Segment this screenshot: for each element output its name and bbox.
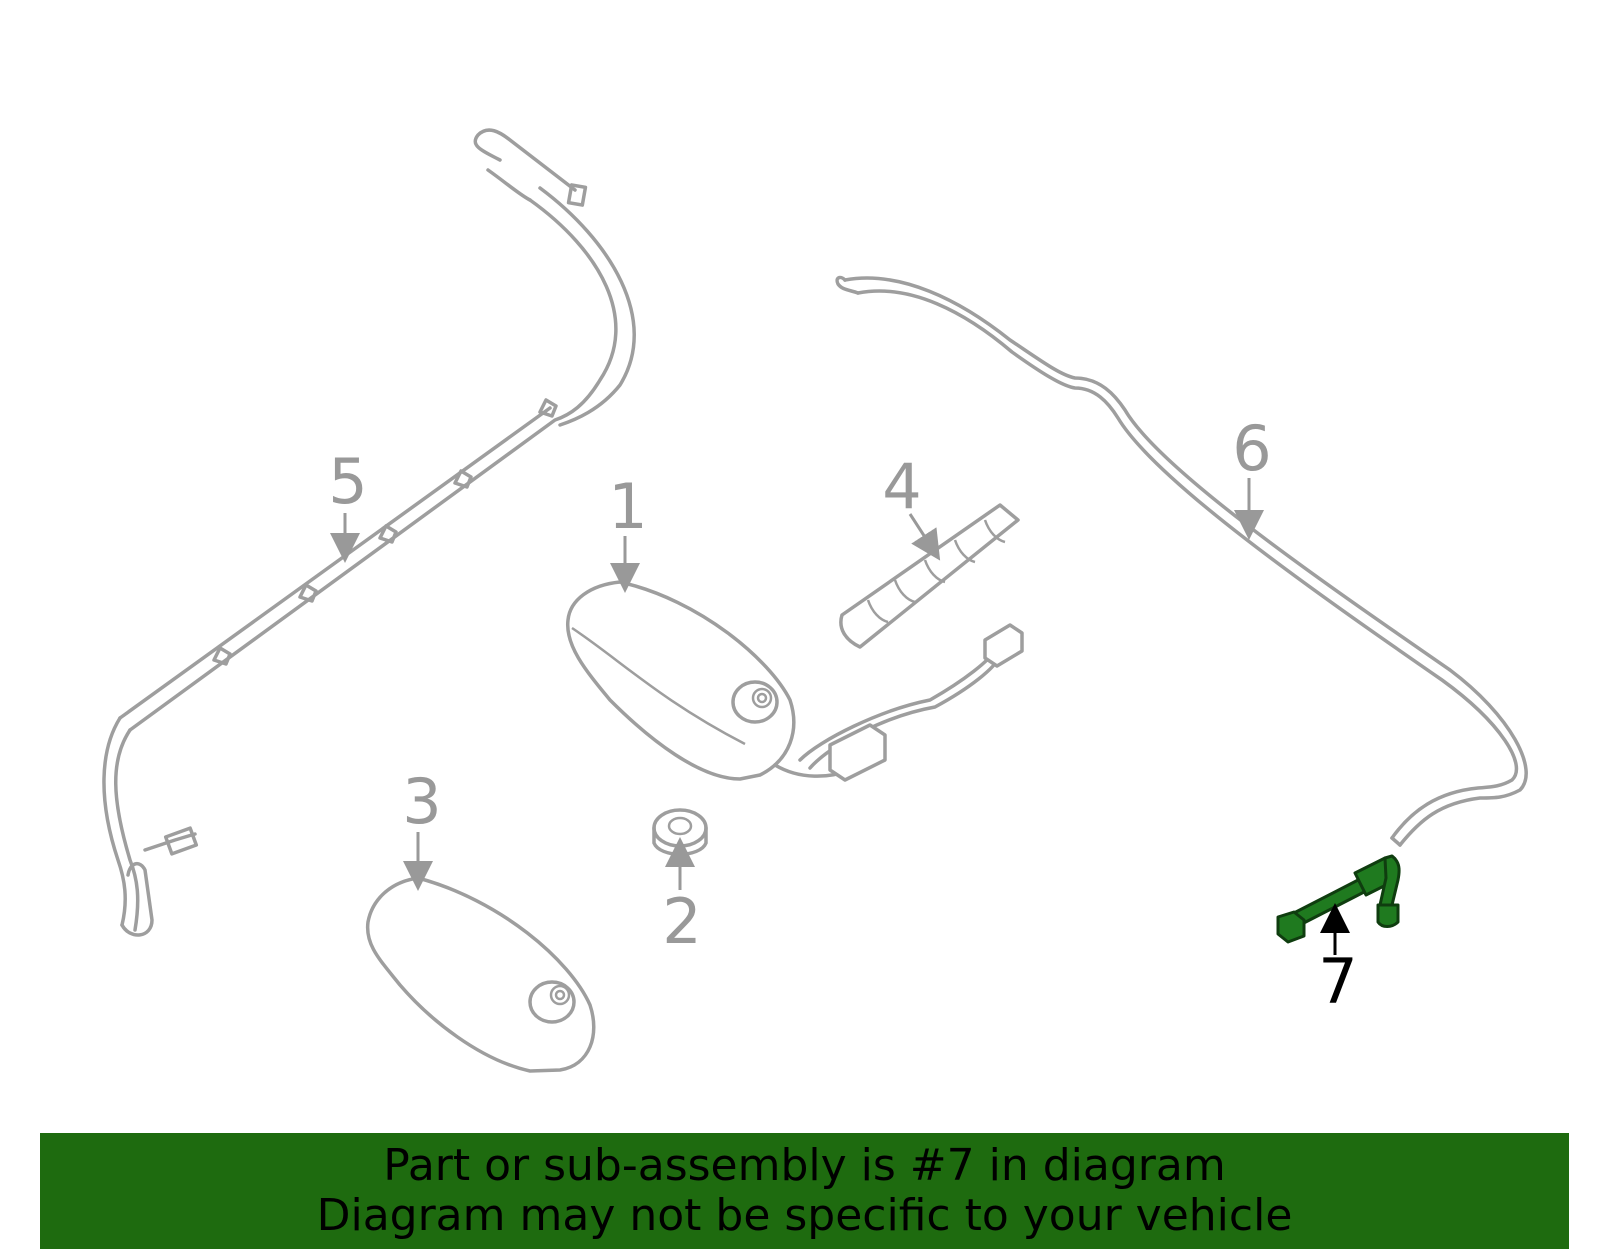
banner-line-1: Part or sub-assembly is #7 in diagram [383,1140,1226,1191]
callout-1: 1 [608,470,648,593]
callout-7[interactable]: 7 [1318,903,1358,1018]
svg-text:7: 7 [1318,945,1357,1018]
callout-5: 5 [328,445,368,563]
callout-4: 4 [882,450,941,561]
svg-text:2: 2 [662,885,701,958]
svg-text:3: 3 [402,765,441,838]
callout-6: 6 [1232,412,1272,540]
part-7-highlighted-cable [1276,854,1401,944]
svg-text:1: 1 [608,470,647,543]
callout-3: 3 [402,765,442,891]
part-4-strip [839,503,1020,649]
part-2-grommet [652,808,708,856]
svg-text:5: 5 [328,445,367,518]
callout-2: 2 [662,837,702,958]
svg-text:6: 6 [1232,412,1271,485]
part-3-antenna-cover [365,876,596,1073]
banner-line-2: Diagram may not be specific to your vehi… [316,1190,1293,1241]
part-1-antenna-base [566,580,1024,782]
svg-text:4: 4 [882,450,921,523]
part-5-wiring-harness [102,128,636,937]
info-banner: Part or sub-assembly is #7 in diagram Di… [40,1133,1569,1249]
